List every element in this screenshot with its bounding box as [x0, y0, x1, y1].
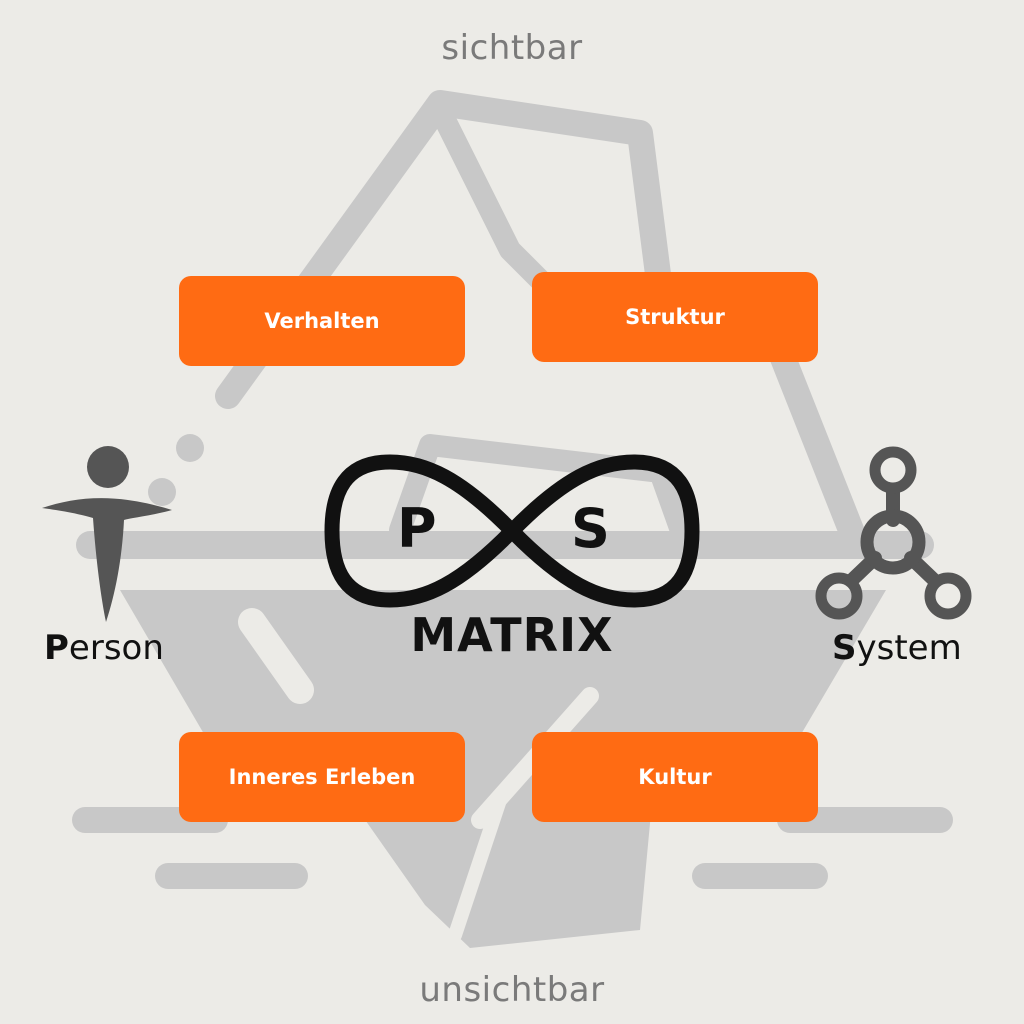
waterline-ridge-outline: [389, 434, 691, 541]
highlight-line-split: [448, 793, 507, 942]
system-label-rest: ystem: [856, 628, 962, 668]
iceberg-waterline-ridge: [389, 434, 691, 541]
person-label-rest: erson: [68, 628, 164, 668]
highlight-line-left: [238, 608, 314, 704]
person-body: [42, 498, 172, 622]
person-label: Person: [44, 628, 164, 668]
logo-letter-p: P: [397, 497, 437, 560]
person-label-initial: P: [44, 628, 69, 668]
network-node-left: [815, 572, 863, 620]
juggling-balls: [148, 434, 204, 506]
logo-letter-s: S: [571, 497, 610, 560]
system-label: System: [832, 628, 962, 668]
ball-2: [148, 478, 176, 506]
person-juggling-icon: [42, 446, 172, 622]
box-verhalten-label: Verhalten: [264, 309, 380, 333]
network-node-top: [869, 446, 917, 494]
person-head: [87, 446, 129, 488]
label-invisible: unsichtbar: [419, 970, 605, 1010]
box-kultur-label: Kultur: [638, 765, 712, 789]
iceberg-underwater: [120, 590, 886, 948]
label-visible: sichtbar: [441, 28, 583, 68]
box-inneres-erleben[interactable]: Inneres Erleben: [179, 732, 465, 822]
infinity-icon: [324, 454, 700, 608]
box-inneres-erleben-label: Inneres Erleben: [228, 765, 416, 789]
infinity-loop: [324, 454, 700, 608]
box-struktur[interactable]: Struktur: [532, 272, 818, 362]
network-node-right: [924, 572, 972, 620]
iceberg-tip-inner-ridge: [429, 99, 551, 291]
box-kultur[interactable]: Kultur: [532, 732, 818, 822]
iceberg-underwater-main: [120, 590, 886, 948]
logo-word-matrix: MATRIX: [410, 608, 614, 662]
system-label-initial: S: [832, 628, 857, 668]
box-verhalten[interactable]: Verhalten: [179, 276, 465, 366]
network-node-icon: [815, 446, 972, 620]
ball-1: [176, 434, 204, 462]
box-struktur-label: Struktur: [625, 305, 725, 329]
network-node-center: [860, 509, 926, 575]
